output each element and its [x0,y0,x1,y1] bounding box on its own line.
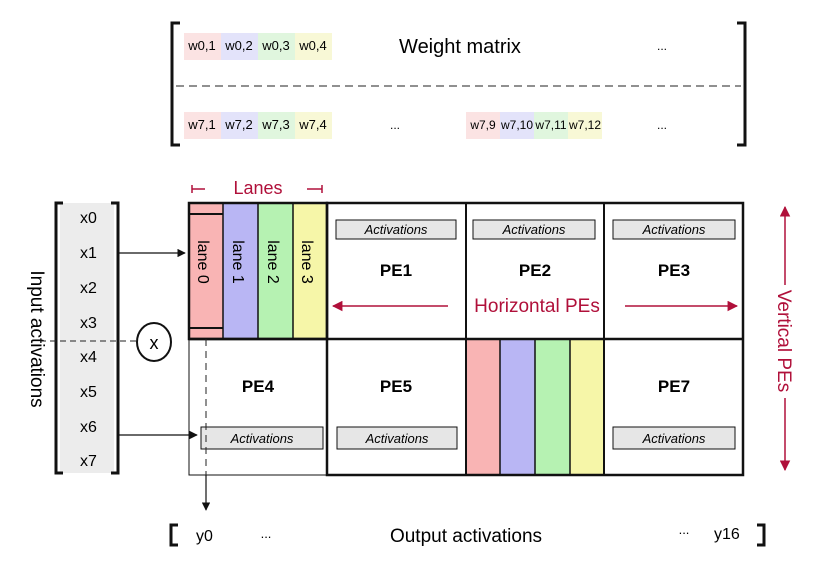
input-activations-label: Input activations [26,270,47,407]
weight-label: w7,4 [298,117,326,132]
weight-matrix-title: Weight matrix [399,36,521,58]
pe6-lane-2 [535,339,570,475]
weight-cell-bg [568,112,602,139]
input-value: x6 [80,419,97,436]
weight-cell-bg [258,33,295,60]
pe2-label: PE2 [519,261,551,280]
vertical-pes-label: Vertical PEs [773,290,794,392]
input-value: x1 [80,245,97,262]
lane-1-label: lane 1 [229,240,246,284]
weight-label: w0,4 [298,38,326,53]
pe4-label: PE4 [242,377,275,396]
pe2-activations: Activations [502,222,566,237]
output-last: y16 [714,526,740,543]
weight-label: w7,10 [500,118,533,132]
pe5-label: PE5 [380,377,412,396]
multiply-icon [136,322,172,362]
pe7-label: PE7 [658,377,690,396]
weight-cell-bg [295,112,332,139]
pe6-lane-0 [466,339,500,475]
weight-cell-bg [184,33,221,60]
weight-label: w0,3 [261,38,289,53]
lane-0-label: lane 0 [194,240,211,284]
weight-matrix-right-bracket [737,21,747,147]
pe6-lane-3 [570,339,604,475]
weight-cell-bg [534,112,568,139]
input-value: x7 [80,453,97,470]
input-value: x0 [80,210,97,227]
pe1-activations: Activations [364,222,428,237]
ellipsis: ... [261,526,272,541]
pe-grid: lane 0 lane 1 lane 2 lane 3 Activations … [187,201,745,477]
pe1-label: PE1 [380,261,412,280]
ellipsis: ... [679,522,690,537]
input-activations: Input activations x0 x1 x2 x3 x4 x5 x6 x… [26,201,198,475]
output-activations: y0 ... Output activations ... y16 [169,339,766,547]
weight-label: w7,9 [469,118,496,132]
weight-cell-bg [184,112,221,139]
weight-label: w7,1 [187,117,215,132]
lane-2 [258,203,293,339]
lane-2-label: lane 2 [264,240,281,284]
lanes-label: Lanes [233,178,282,198]
horizontal-pes-label: Horizontal PEs [474,296,600,317]
weight-label: w0,1 [187,38,215,53]
pe4-activations: Activations [230,431,294,446]
input-column [60,203,114,473]
weight-cell-bg [295,33,332,60]
pe3-label: PE3 [658,261,690,280]
weight-cell-bg [221,112,258,139]
lane-1 [223,203,258,339]
weight-label: w7,11 [534,118,566,132]
ellipsis: ... [390,118,400,132]
pe5-activations: Activations [365,431,429,446]
input-value: x5 [80,384,97,401]
multiply-symbol: x [150,333,159,353]
vertical-pes: Vertical PEs [773,205,794,472]
pe6-lane-1 [500,339,535,475]
weight-cell-bg [500,112,534,139]
weight-label: w7,12 [568,118,601,132]
weight-cell-bg [221,33,258,60]
input-value: x4 [80,349,97,366]
input-value: x3 [80,315,97,332]
weight-matrix: w0,1 w0,2 w0,3 w0,4 Weight matrix ... w7… [170,21,747,147]
output-activations-label: Output activations [390,526,542,547]
ellipsis: ... [657,39,667,53]
weight-label: w7,3 [261,117,289,132]
weight-label: w0,2 [224,38,252,53]
weight-cell-bg [466,112,500,139]
ellipsis: ... [657,118,667,132]
weight-label: w7,2 [224,117,252,132]
lanes-header: Lanes [191,178,323,198]
lane-3-label: lane 3 [298,240,315,284]
weight-matrix-left-bracket [170,21,180,147]
lane-0 [189,203,223,339]
lane-3 [293,203,327,339]
weight-cell-bg [258,112,295,139]
pe3-activations: Activations [642,222,706,237]
output-first: y0 [196,528,213,545]
pe7-activations: Activations [642,431,706,446]
input-value: x2 [80,280,97,297]
